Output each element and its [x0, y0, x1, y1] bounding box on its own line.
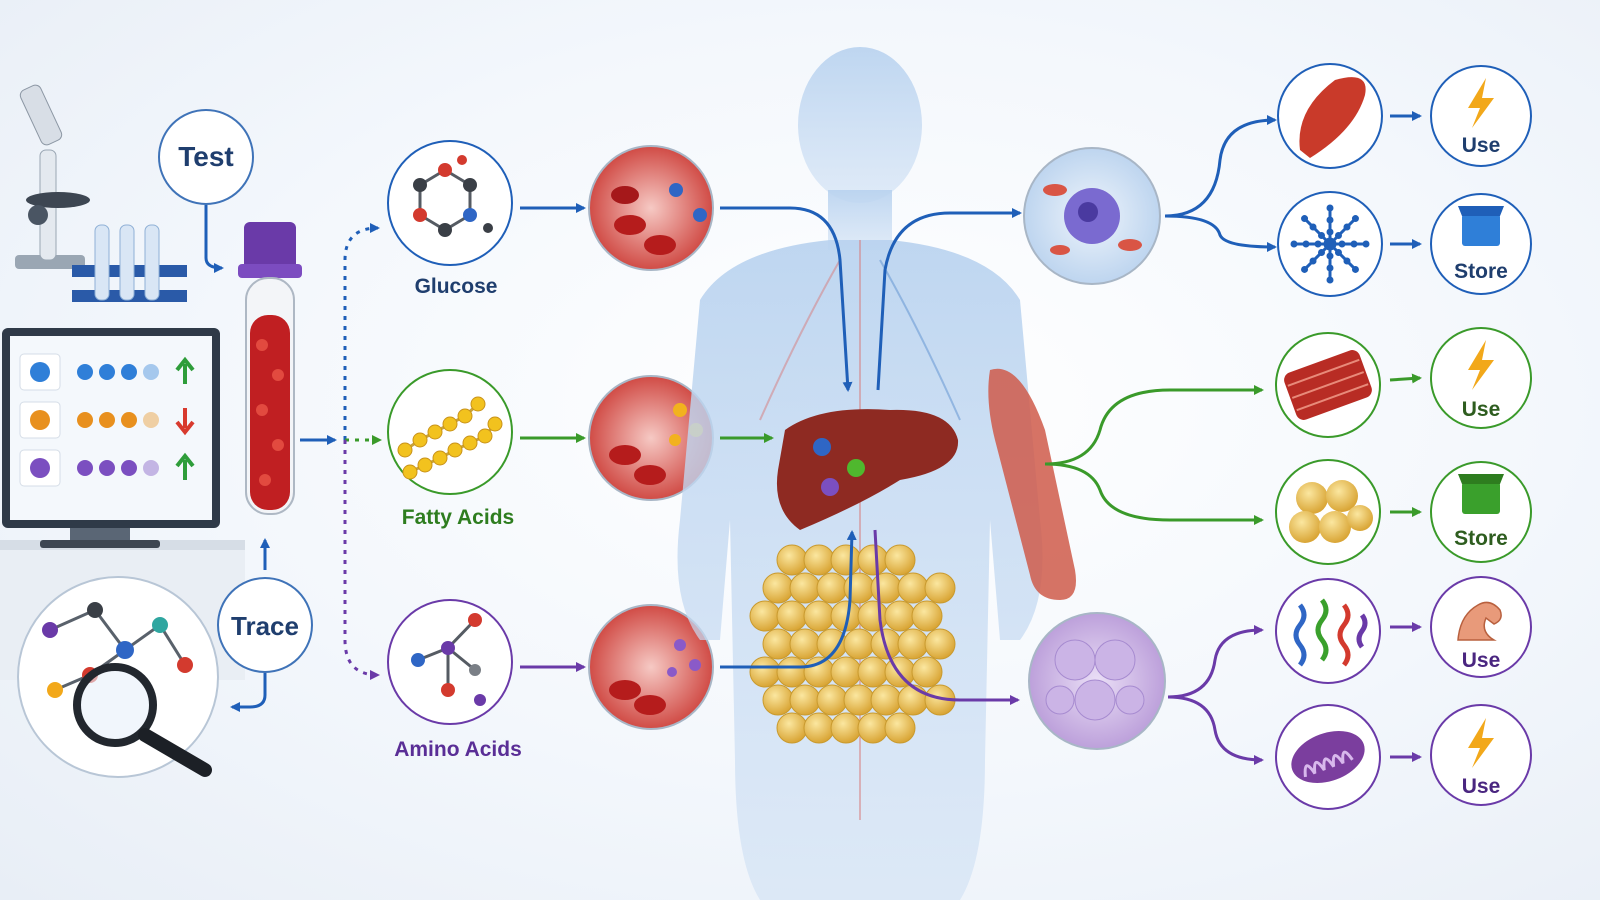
glucose-store-label: Store: [1454, 260, 1508, 283]
outcome-fat-store: Store: [1430, 461, 1532, 563]
lightning-icon: [1468, 718, 1494, 768]
outcome-glucose-store: Store: [1430, 193, 1532, 295]
arrow-up-icon: [175, 452, 195, 480]
arrow-up-icon: [175, 356, 195, 384]
lab-monitor: [2, 328, 220, 548]
branch-amino-to-protein: [1167, 625, 1264, 699]
glucose-label: Glucose: [415, 275, 498, 298]
amino-use-build-label: Use: [1462, 649, 1501, 672]
monitor-row: [19, 353, 195, 391]
monitor-row: [19, 401, 195, 439]
glucose-use-label: Use: [1462, 134, 1501, 157]
arrow-blood-to-liver-1: [720, 206, 853, 392]
arrow-liver-to-amino-cell: [873, 529, 1020, 705]
blood-vessel-glucose: [588, 145, 714, 271]
branch-cell-to-glycogen: [1164, 214, 1277, 252]
chain-icon: [30, 458, 50, 478]
test-label: Test: [178, 141, 234, 172]
microscope-icon: [15, 84, 90, 269]
glycogen-molecule: [1277, 191, 1383, 297]
amino-use-energy-label: Use: [1462, 775, 1501, 798]
molecule-trace-circle: [17, 576, 219, 778]
branch-cell-to-muscle: [1164, 115, 1277, 218]
arrow-test-to-tube: [204, 205, 224, 273]
muscle-fiber: [1277, 63, 1383, 169]
test-tube-rack-icon: [72, 224, 187, 302]
arrow-down-icon: [175, 408, 195, 436]
outcome-amino-use-energy: Use: [1430, 704, 1532, 806]
trace-label: Trace: [231, 611, 299, 641]
muscle-tissue: [1275, 332, 1381, 438]
arrow-fat-muscle-use: [1389, 373, 1422, 384]
branch-amino-to-mitochondria: [1167, 695, 1264, 765]
body-cell: [1023, 147, 1161, 285]
monitor-row: [19, 449, 195, 487]
branch-to-glucose: [343, 223, 380, 440]
arrow-liver-to-cell: [876, 208, 1022, 391]
hexagon-icon: [30, 362, 50, 382]
glucose-molecule: [387, 140, 513, 266]
lightning-icon: [1468, 78, 1494, 128]
human-body: [677, 47, 1043, 900]
blood-sample-tube: [238, 222, 302, 515]
lab-area: [0, 84, 245, 680]
arm-muscle: [988, 368, 1076, 600]
amino-acids-label: Amino Acids: [394, 738, 522, 761]
liver: [776, 409, 959, 530]
fatty-acids-label: Fatty Acids: [402, 506, 514, 529]
amino-cells: [1028, 612, 1166, 750]
branch-fat-to-muscle: [1044, 385, 1264, 466]
fat-store-label: Store: [1454, 527, 1508, 550]
outcome-glucose-use: Use: [1430, 65, 1532, 167]
magnifier-icon: [73, 663, 212, 777]
arrow-amino-blood-liver: [720, 530, 857, 669]
fat-use-label: Use: [1462, 398, 1501, 421]
arrow-trace-to-magnifier: [230, 673, 267, 712]
fatty-acids-molecule: [387, 369, 513, 495]
storage-box-icon: [1458, 474, 1504, 514]
fat-cells: [1275, 459, 1381, 565]
outcome-fat-use: Use: [1430, 327, 1532, 429]
protein-structure: [1275, 578, 1381, 684]
mitochondria: [1275, 704, 1381, 810]
test-bubble: Test: [158, 109, 254, 205]
blood-vessel-amino: [588, 604, 714, 730]
branch-fat-to-adipose: [1044, 462, 1264, 525]
outcome-amino-use-build: Use: [1430, 576, 1532, 678]
lightning-icon: [1468, 340, 1494, 390]
droplet-icon: [30, 410, 50, 430]
flexed-arm-icon: [1457, 601, 1502, 641]
branch-to-amino-acids: [343, 440, 380, 680]
amino-acids-molecule: [387, 599, 513, 725]
trace-bubble: Trace: [217, 577, 313, 673]
storage-box-icon: [1458, 206, 1504, 246]
